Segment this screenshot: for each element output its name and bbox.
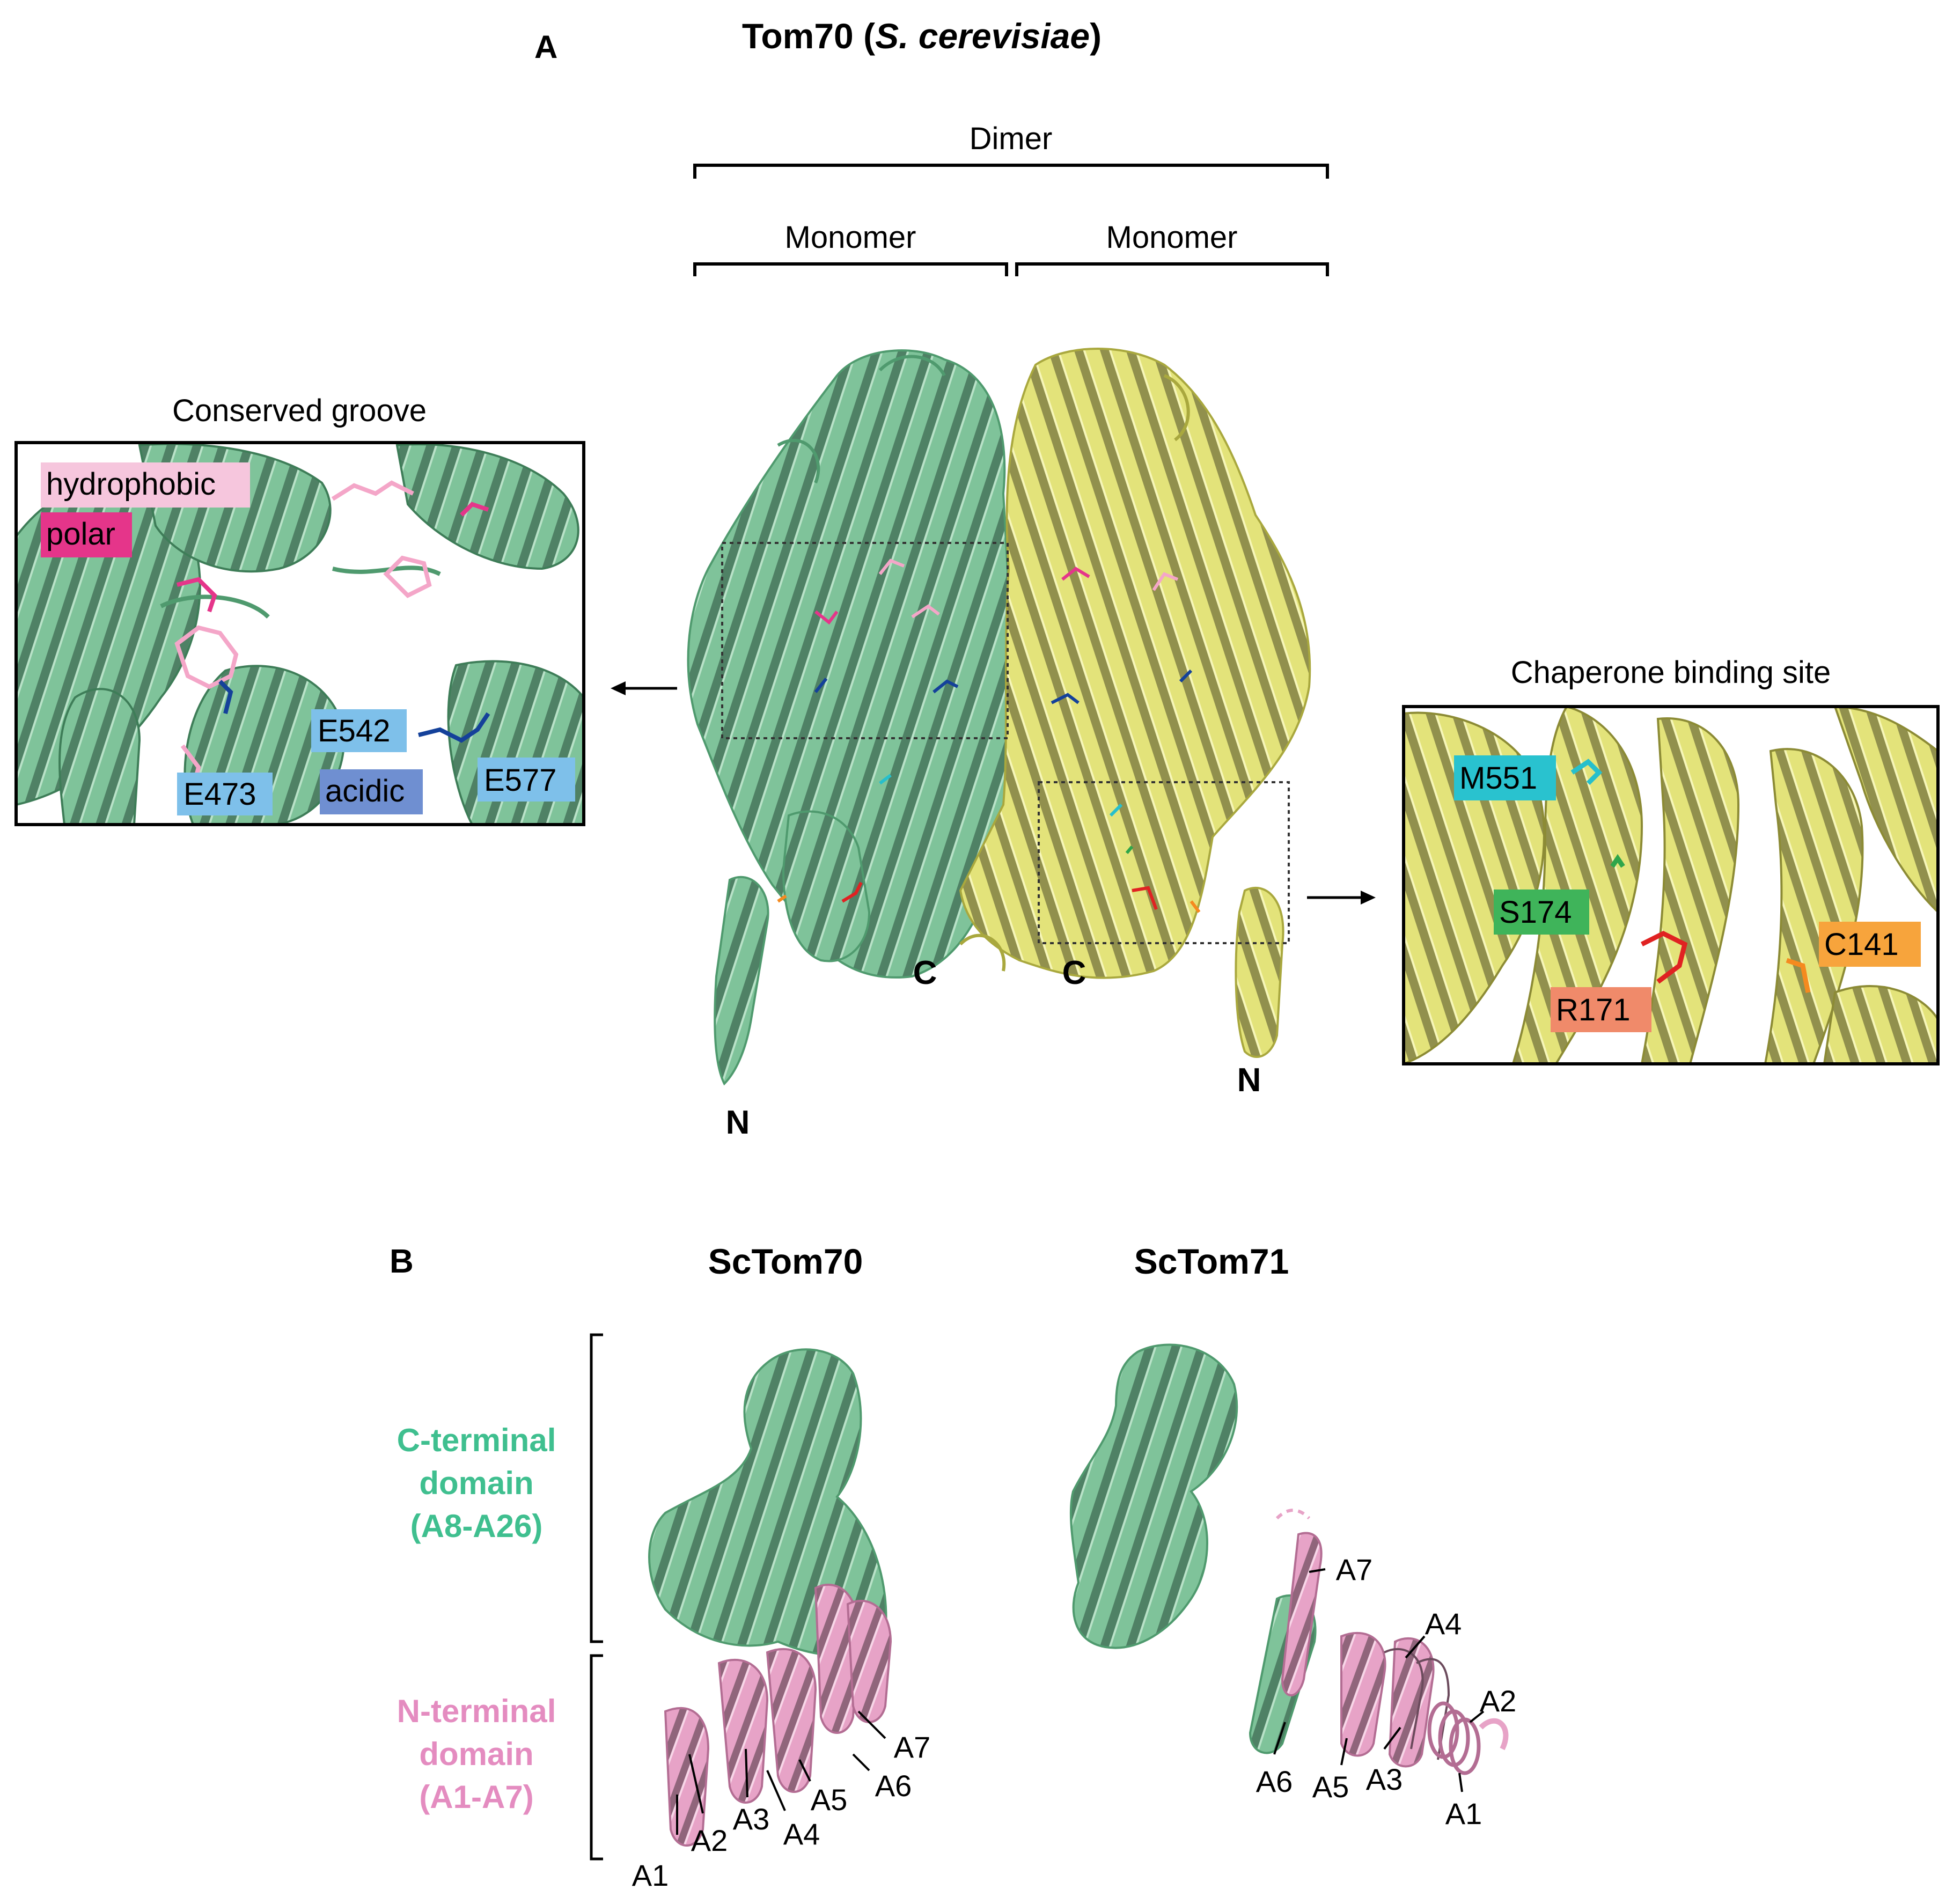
tom71-helix-a7: A7 <box>1336 1553 1373 1586</box>
e577-label-bg <box>478 758 575 802</box>
chaperone-residues <box>777 774 1201 913</box>
tom70-helix-leaders <box>676 1710 886 1835</box>
m551-label-bg <box>1454 755 1556 800</box>
chaperone-selection-box <box>1038 781 1290 944</box>
left-n-terminus: N <box>726 1104 750 1141</box>
right-inset-title: Chaperone binding site <box>1511 655 1831 690</box>
left-inset: hydrophobic polar E542 E473 acidic E577 <box>14 441 585 826</box>
right-inset-frame <box>1402 705 1940 1065</box>
monomer-right-bracket <box>1015 262 1329 276</box>
tom71-helix-a1: A1 <box>1445 1797 1482 1831</box>
r171-label: R171 <box>1556 993 1631 1027</box>
polar-legend: polar <box>46 517 115 552</box>
groove-selection-box <box>721 542 1009 739</box>
s174-label-bg <box>1494 889 1589 935</box>
monomer-right-label: Monomer <box>1106 220 1238 255</box>
tom70-helix-a5: A5 <box>811 1783 848 1817</box>
m551-label: M551 <box>1459 761 1537 796</box>
tom71-structure <box>1069 1343 1509 1775</box>
tom71-helix-a2: A2 <box>1480 1684 1517 1718</box>
tom71-helix-a4: A4 <box>1425 1607 1462 1641</box>
n-domain-label-2: domain <box>419 1736 533 1772</box>
c-domain-label-1: C-terminal <box>397 1422 556 1458</box>
tom70-title: ScTom70 <box>708 1241 863 1281</box>
c-domain-label-2: domain <box>419 1465 533 1501</box>
e473-label: E473 <box>183 777 256 812</box>
dimer-label: Dimer <box>970 121 1053 156</box>
r171-label-bg <box>1551 987 1651 1032</box>
c-domain-label-3: (A8-A26) <box>410 1508 543 1544</box>
right-n-terminus: N <box>1237 1062 1261 1099</box>
tom71-helix-leaders <box>1273 1568 1485 1792</box>
tom70-helix-a6: A6 <box>875 1769 912 1803</box>
e473-label-bg <box>177 773 273 815</box>
n-domain-label-3: (A1-A7) <box>419 1779 533 1815</box>
monomer-left-bracket <box>693 262 1008 276</box>
panel-a-title: Tom70 (S. cerevisiae) <box>742 16 1102 56</box>
panel-a-letter: A <box>534 29 557 65</box>
tom71-a1-coil <box>1427 1701 1481 1775</box>
tom70-helix-a3: A3 <box>733 1802 770 1836</box>
left-arrow <box>611 681 677 695</box>
title-main: Tom70 ( <box>742 16 875 56</box>
dimer-bracket <box>693 164 1329 179</box>
tom70-structure <box>648 1348 892 1847</box>
tom70-helix-a4: A4 <box>783 1817 820 1851</box>
tom70-helix-a2: A2 <box>691 1824 728 1857</box>
hydrophobic-legend-bg <box>41 462 250 508</box>
tom71-helix-a5: A5 <box>1312 1770 1349 1804</box>
polar-legend-bg <box>41 512 132 557</box>
tom71-helix-a6: A6 <box>1256 1765 1293 1798</box>
n-domain-bracket <box>590 1654 603 1861</box>
c141-label-bg <box>1819 922 1921 967</box>
tom70-helix-a1: A1 <box>632 1858 669 1892</box>
s174-label: S174 <box>1499 895 1572 930</box>
c-domain-bracket <box>590 1333 603 1643</box>
e577-label: E577 <box>484 763 556 798</box>
yellow-monomer <box>959 348 1311 1058</box>
hydrophobic-legend: hydrophobic <box>46 467 216 502</box>
title-close: ) <box>1090 16 1102 56</box>
acidic-legend-bg <box>320 769 423 814</box>
title-species: S. cerevisiae <box>875 16 1090 56</box>
acidic-legend: acidic <box>325 774 405 808</box>
left-inset-frame <box>14 441 585 826</box>
right-arrow <box>1307 891 1376 905</box>
n-domain-label-1: N-terminal <box>397 1693 556 1729</box>
panel-b-letter: B <box>390 1243 414 1280</box>
e542-label: E542 <box>318 714 390 748</box>
monomer-left-label: Monomer <box>785 220 916 255</box>
c141-label: C141 <box>1824 927 1899 962</box>
right-c-terminus: C <box>1062 954 1086 991</box>
dimer-structure <box>687 348 1311 1086</box>
groove-residues <box>814 558 1193 704</box>
right-inset: M551 S174 R171 C141 <box>1402 705 1940 1065</box>
left-inset-title: Conserved groove <box>172 393 427 428</box>
tom71-helix-a3: A3 <box>1366 1762 1403 1796</box>
tom71-title: ScTom71 <box>1134 1241 1289 1281</box>
green-monomer <box>687 349 1012 1086</box>
left-c-terminus: C <box>913 954 937 991</box>
e542-label-bg <box>311 709 407 752</box>
tom70-helix-a7: A7 <box>894 1730 931 1764</box>
